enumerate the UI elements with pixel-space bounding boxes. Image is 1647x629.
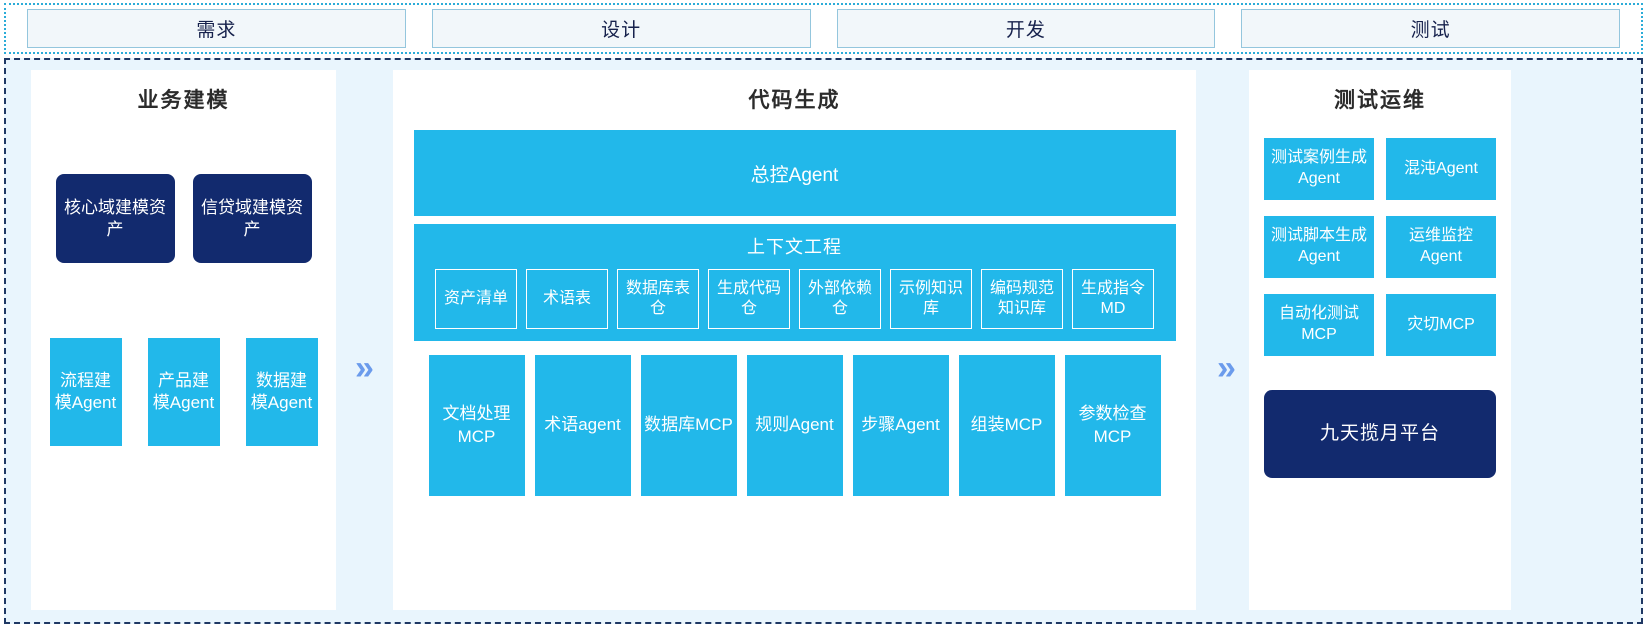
phase-strip: 需求 设计 开发 测试: [4, 3, 1643, 54]
ops-label: 灾切MCP: [1407, 315, 1475, 333]
chevron-right-icon-left-to-center: »: [355, 349, 374, 387]
platform-box-jiutian-lanyue[interactable]: 九天揽月平台: [1264, 390, 1496, 478]
modeling-agent-label: 流程建模Agent: [54, 370, 117, 412]
ops-label: 自动化测试MCP: [1278, 305, 1359, 343]
phase-label: 测试: [1410, 20, 1451, 41]
context-item-label: 资产清单: [443, 290, 508, 308]
context-engineering-title: 上下文工程: [747, 237, 842, 257]
tool-rule-agent[interactable]: 规则Agent: [746, 355, 843, 496]
context-item-label: 数据库表仓: [625, 280, 690, 317]
modeling-agent-label: 数据建模Agent: [250, 370, 313, 412]
context-item-external-dependency-repo[interactable]: 外部依赖仓: [799, 269, 881, 329]
phase-label: 需求: [196, 20, 237, 41]
tool-row: 文档处理MCP 术语agent 数据库MCP 规则Agent 步骤Agent 组…: [428, 355, 1161, 496]
context-item-example-knowledge-base[interactable]: 示例知识库: [890, 269, 972, 329]
modeling-agent-row: 流程建模Agent 产品建模Agent 数据建模Agent: [49, 338, 318, 446]
asset-box-core-domain[interactable]: 核心域建模资产: [55, 174, 175, 263]
panel-title-business-modeling: 业务建模: [137, 89, 230, 112]
ops-label: 测试脚本生成Agent: [1270, 227, 1367, 265]
tool-label: 术语agent: [544, 415, 621, 435]
asset-box-credit-domain[interactable]: 信贷域建模资产: [192, 174, 312, 263]
context-item-label: 示例知识库: [898, 280, 963, 317]
chevron-right-icon-center-to-right: »: [1217, 349, 1236, 387]
phase-label: 设计: [601, 20, 642, 41]
context-item-label: 生成代码仓: [716, 280, 781, 317]
tool-parameter-check-mcp[interactable]: 参数检查MCP: [1064, 355, 1161, 496]
ops-label: 混沌Agent: [1404, 159, 1478, 177]
ops-label: 运维监控Agent: [1408, 227, 1473, 265]
ops-monitoring-agent[interactable]: 运维监控Agent: [1386, 216, 1496, 278]
context-item-db-table-repo[interactable]: 数据库表仓: [617, 269, 699, 329]
ops-grid: 测试案例生成Agent 混沌Agent 测试脚本生成Agent 运维监控Agen…: [1264, 138, 1496, 356]
modeling-agent-label: 产品建模Agent: [152, 370, 215, 412]
tool-step-agent[interactable]: 步骤Agent: [852, 355, 949, 496]
panel-business-modeling: 业务建模 核心域建模资产 信贷域建模资产 流程建模Agent 产品建模Agent…: [31, 70, 336, 610]
context-item-coding-standard-knowledge-base[interactable]: 编码规范知识库: [981, 269, 1063, 329]
tool-label: 数据库MCP: [644, 415, 733, 435]
phase-box-development[interactable]: 开发: [836, 9, 1216, 48]
tool-label: 规则Agent: [755, 415, 834, 435]
tool-label: 步骤Agent: [861, 415, 940, 435]
context-item-label: 生成指令MD: [1080, 280, 1145, 317]
panel-title-test-operations: 测试运维: [1334, 89, 1426, 112]
ops-test-case-generation-agent[interactable]: 测试案例生成Agent: [1264, 138, 1374, 200]
context-item-label: 外部依赖仓: [807, 280, 872, 317]
ops-disaster-switch-mcp[interactable]: 灾切MCP: [1386, 294, 1496, 356]
asset-label: 核心域建模资产: [64, 197, 166, 239]
context-item-generation-instruction-md[interactable]: 生成指令MD: [1072, 269, 1154, 329]
context-item-generated-code-repo[interactable]: 生成代码仓: [708, 269, 790, 329]
panel-title-code-generation: 代码生成: [748, 89, 841, 112]
tool-label: 文档处理MCP: [442, 404, 511, 446]
context-item-glossary[interactable]: 术语表: [526, 269, 608, 329]
context-item-label: 编码规范知识库: [989, 280, 1054, 317]
phase-label: 开发: [1005, 20, 1046, 41]
tool-label: 参数检查MCP: [1078, 404, 1147, 446]
platform-label: 九天揽月平台: [1319, 422, 1440, 444]
tool-assembly-mcp[interactable]: 组装MCP: [958, 355, 1055, 496]
context-engineering-block: 上下文工程 资产清单 术语表 数据库表仓 生成代码仓 外部依赖仓: [413, 224, 1176, 341]
main-area: 业务建模 核心域建模资产 信贷域建模资产 流程建模Agent 产品建模Agent…: [4, 58, 1643, 624]
ops-test-script-generation-agent[interactable]: 测试脚本生成Agent: [1264, 216, 1374, 278]
tool-glossary-agent[interactable]: 术语agent: [534, 355, 631, 496]
modeling-agent-data[interactable]: 数据建模Agent: [245, 338, 318, 446]
context-item-label: 术语表: [542, 290, 591, 308]
tool-database-mcp[interactable]: 数据库MCP: [640, 355, 737, 496]
ops-label: 测试案例生成Agent: [1270, 149, 1367, 187]
context-item-asset-inventory[interactable]: 资产清单: [435, 269, 517, 329]
panel-code-generation: 代码生成 总控Agent 上下文工程 资产清单 术语表 数据库表仓: [393, 70, 1196, 610]
asset-label: 信贷域建模资产: [201, 197, 303, 239]
ops-automated-test-mcp[interactable]: 自动化测试MCP: [1264, 294, 1374, 356]
phase-box-requirements[interactable]: 需求: [27, 9, 406, 48]
controller-agent-label: 总控Agent: [750, 164, 839, 186]
modeling-agent-product[interactable]: 产品建模Agent: [147, 338, 220, 446]
tool-label: 组装MCP: [970, 415, 1043, 435]
panel-test-operations: 测试运维 测试案例生成Agent 混沌Agent 测试脚本生成Agent 运维监…: [1249, 70, 1511, 610]
asset-row: 核心域建模资产 信贷域建模资产: [55, 174, 312, 263]
ops-chaos-agent[interactable]: 混沌Agent: [1386, 138, 1496, 200]
phase-box-testing[interactable]: 测试: [1241, 9, 1620, 48]
tool-document-processing-mcp[interactable]: 文档处理MCP: [428, 355, 525, 496]
modeling-agent-process[interactable]: 流程建模Agent: [49, 338, 122, 446]
phase-box-design[interactable]: 设计: [431, 9, 811, 48]
controller-agent-banner[interactable]: 总控Agent: [413, 130, 1176, 216]
context-items: 资产清单 术语表 数据库表仓 生成代码仓 外部依赖仓 示例知: [435, 269, 1154, 329]
